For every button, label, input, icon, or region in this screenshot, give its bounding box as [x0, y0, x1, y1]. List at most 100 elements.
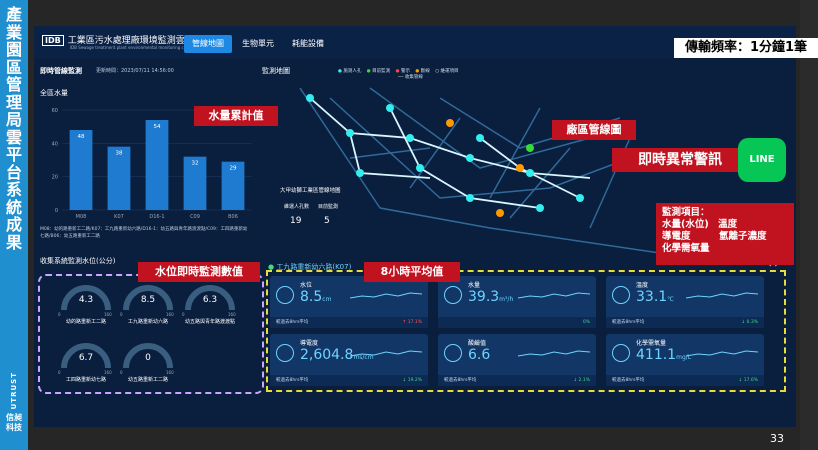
metric-title: 導電度: [300, 340, 319, 347]
gauge-label: 幼五路與青年路渡渡點: [184, 319, 235, 325]
metric-delta: ↓ 17.6%: [738, 378, 759, 383]
metric-value: 411.1mg/L: [636, 347, 692, 363]
metric-title: 化學需氧量: [636, 340, 667, 347]
map-road: [369, 87, 591, 169]
monitor-title: 監測項目：: [662, 207, 710, 218]
map-road: [489, 107, 541, 199]
bar-value: 32: [192, 161, 199, 167]
map-manhole[interactable]: [516, 164, 524, 172]
map-manhole[interactable]: [306, 94, 314, 102]
map-manhole[interactable]: [386, 104, 394, 112]
gauge-max: 160: [166, 312, 174, 317]
gauge-min: 0: [120, 370, 123, 375]
metric-delta: ↓ 19.2%: [402, 378, 423, 383]
sparkline: [349, 292, 423, 299]
map-road: [329, 97, 631, 199]
pipeline-map[interactable]: [290, 78, 668, 260]
tab-bio-unit[interactable]: 生物單元: [242, 39, 274, 48]
gauge-max: 160: [166, 370, 174, 375]
bar-value: 54: [154, 124, 161, 130]
monitor-line3: 化學需氧量: [662, 243, 710, 254]
metric-icon: [276, 344, 294, 362]
gauge-min: 0: [120, 312, 123, 317]
metric-value: 2,604.8ms/cm: [300, 347, 374, 363]
map-manhole[interactable]: [466, 194, 474, 202]
station-pager[interactable]: ‹ ›: [768, 260, 779, 270]
section-realtime: 即時管線監測: [40, 67, 82, 75]
map-manhole[interactable]: [526, 169, 534, 177]
tab-energy-equipment[interactable]: 耗能設備: [292, 39, 324, 48]
map-manhole[interactable]: [446, 119, 454, 127]
transmission-rate: 傳輸頻率：1分鐘1筆: [674, 38, 818, 58]
monitor-line1: 水量(水位) 溫度: [662, 219, 738, 230]
gauge-min: 0: [58, 370, 61, 375]
map-manhole[interactable]: [346, 129, 354, 137]
metric-delta: ↑ 17.1%: [402, 320, 423, 325]
map-manhole[interactable]: [416, 164, 424, 172]
x-tick: B06: [228, 214, 238, 220]
sparkline: [517, 292, 591, 299]
map-box-h1: 維運人孔數: [284, 204, 310, 210]
y-tick: 20: [52, 175, 58, 181]
metric-footer: 較過去8hrs平均↓ 17.6%: [606, 375, 764, 386]
chart-title: 全區水量: [40, 89, 68, 97]
map-manhole[interactable]: [406, 134, 414, 142]
metric-icon: [444, 344, 462, 362]
monitor-line2: 導電度 氫離子濃度: [662, 231, 767, 242]
app-subtitle: IDB Sewage treatment plant environmental…: [70, 45, 211, 50]
map-manhole[interactable]: [356, 169, 364, 177]
gauge-label: 幼的路重新工二路: [65, 319, 106, 325]
map-box-title: 大甲幼獅工業區管線地圖: [280, 188, 341, 194]
gauge-label: 工四路重新幼七路: [65, 377, 106, 383]
metric-value: 33.1℃: [636, 289, 674, 305]
monitor-items: 監測項目： 水量(水位) 溫度 導電度 氫離子濃度 化學需氧量: [656, 203, 794, 265]
gauge-value: 8.5: [140, 295, 156, 305]
cards-highlight: [266, 270, 786, 392]
bar: [69, 130, 93, 210]
update-time: 更新時間：2023/07/11 14:56:00: [96, 68, 174, 74]
metric-footer: 較過去8hrs平均↓ 19.2%: [270, 375, 428, 386]
map-legend: ● 施測人孔 ● 目前監測 ● 警示 ● 斷線 ○ 維運項目 ── 收集管線: [338, 69, 459, 80]
station-title: ● 工九路重新幼六路(K07): [268, 263, 352, 271]
metric-title: 溫度: [636, 282, 649, 289]
y-tick: 60: [52, 108, 58, 114]
metric-title: 水位: [300, 282, 313, 289]
tab-pipeline-map[interactable]: 管線地圖: [184, 35, 232, 53]
x-tick: M08: [76, 214, 87, 220]
map-manhole[interactable]: [576, 194, 584, 202]
x-tick: C09: [190, 214, 200, 220]
x-tick: K07: [114, 214, 124, 220]
map-manhole[interactable]: [526, 144, 534, 152]
idb-logo: IDB: [42, 35, 64, 46]
callout-alert: 即時異常警訊: [612, 148, 748, 172]
map-box-h2: 目前監測: [318, 204, 339, 210]
metric-title: 酸鹼值: [468, 340, 487, 347]
sparkline: [685, 292, 759, 299]
map-title: 監測地圖: [262, 67, 290, 75]
map-box-v1: 19: [290, 216, 302, 226]
map-road: [509, 147, 571, 219]
map-manhole[interactable]: [466, 154, 474, 162]
metric-icon: [444, 286, 462, 304]
gauge-label: 幼五路重新工二路: [127, 377, 168, 383]
map-pipe: [309, 97, 591, 179]
map-manhole[interactable]: [476, 134, 484, 142]
map-manhole[interactable]: [536, 204, 544, 212]
line-icon: LINE: [738, 138, 786, 182]
callout-level: 水位即時監測數值: [138, 262, 260, 282]
map-manhole[interactable]: [496, 209, 504, 217]
metric-value: 39.3m³/h: [468, 289, 514, 305]
sparkline: [517, 350, 591, 357]
